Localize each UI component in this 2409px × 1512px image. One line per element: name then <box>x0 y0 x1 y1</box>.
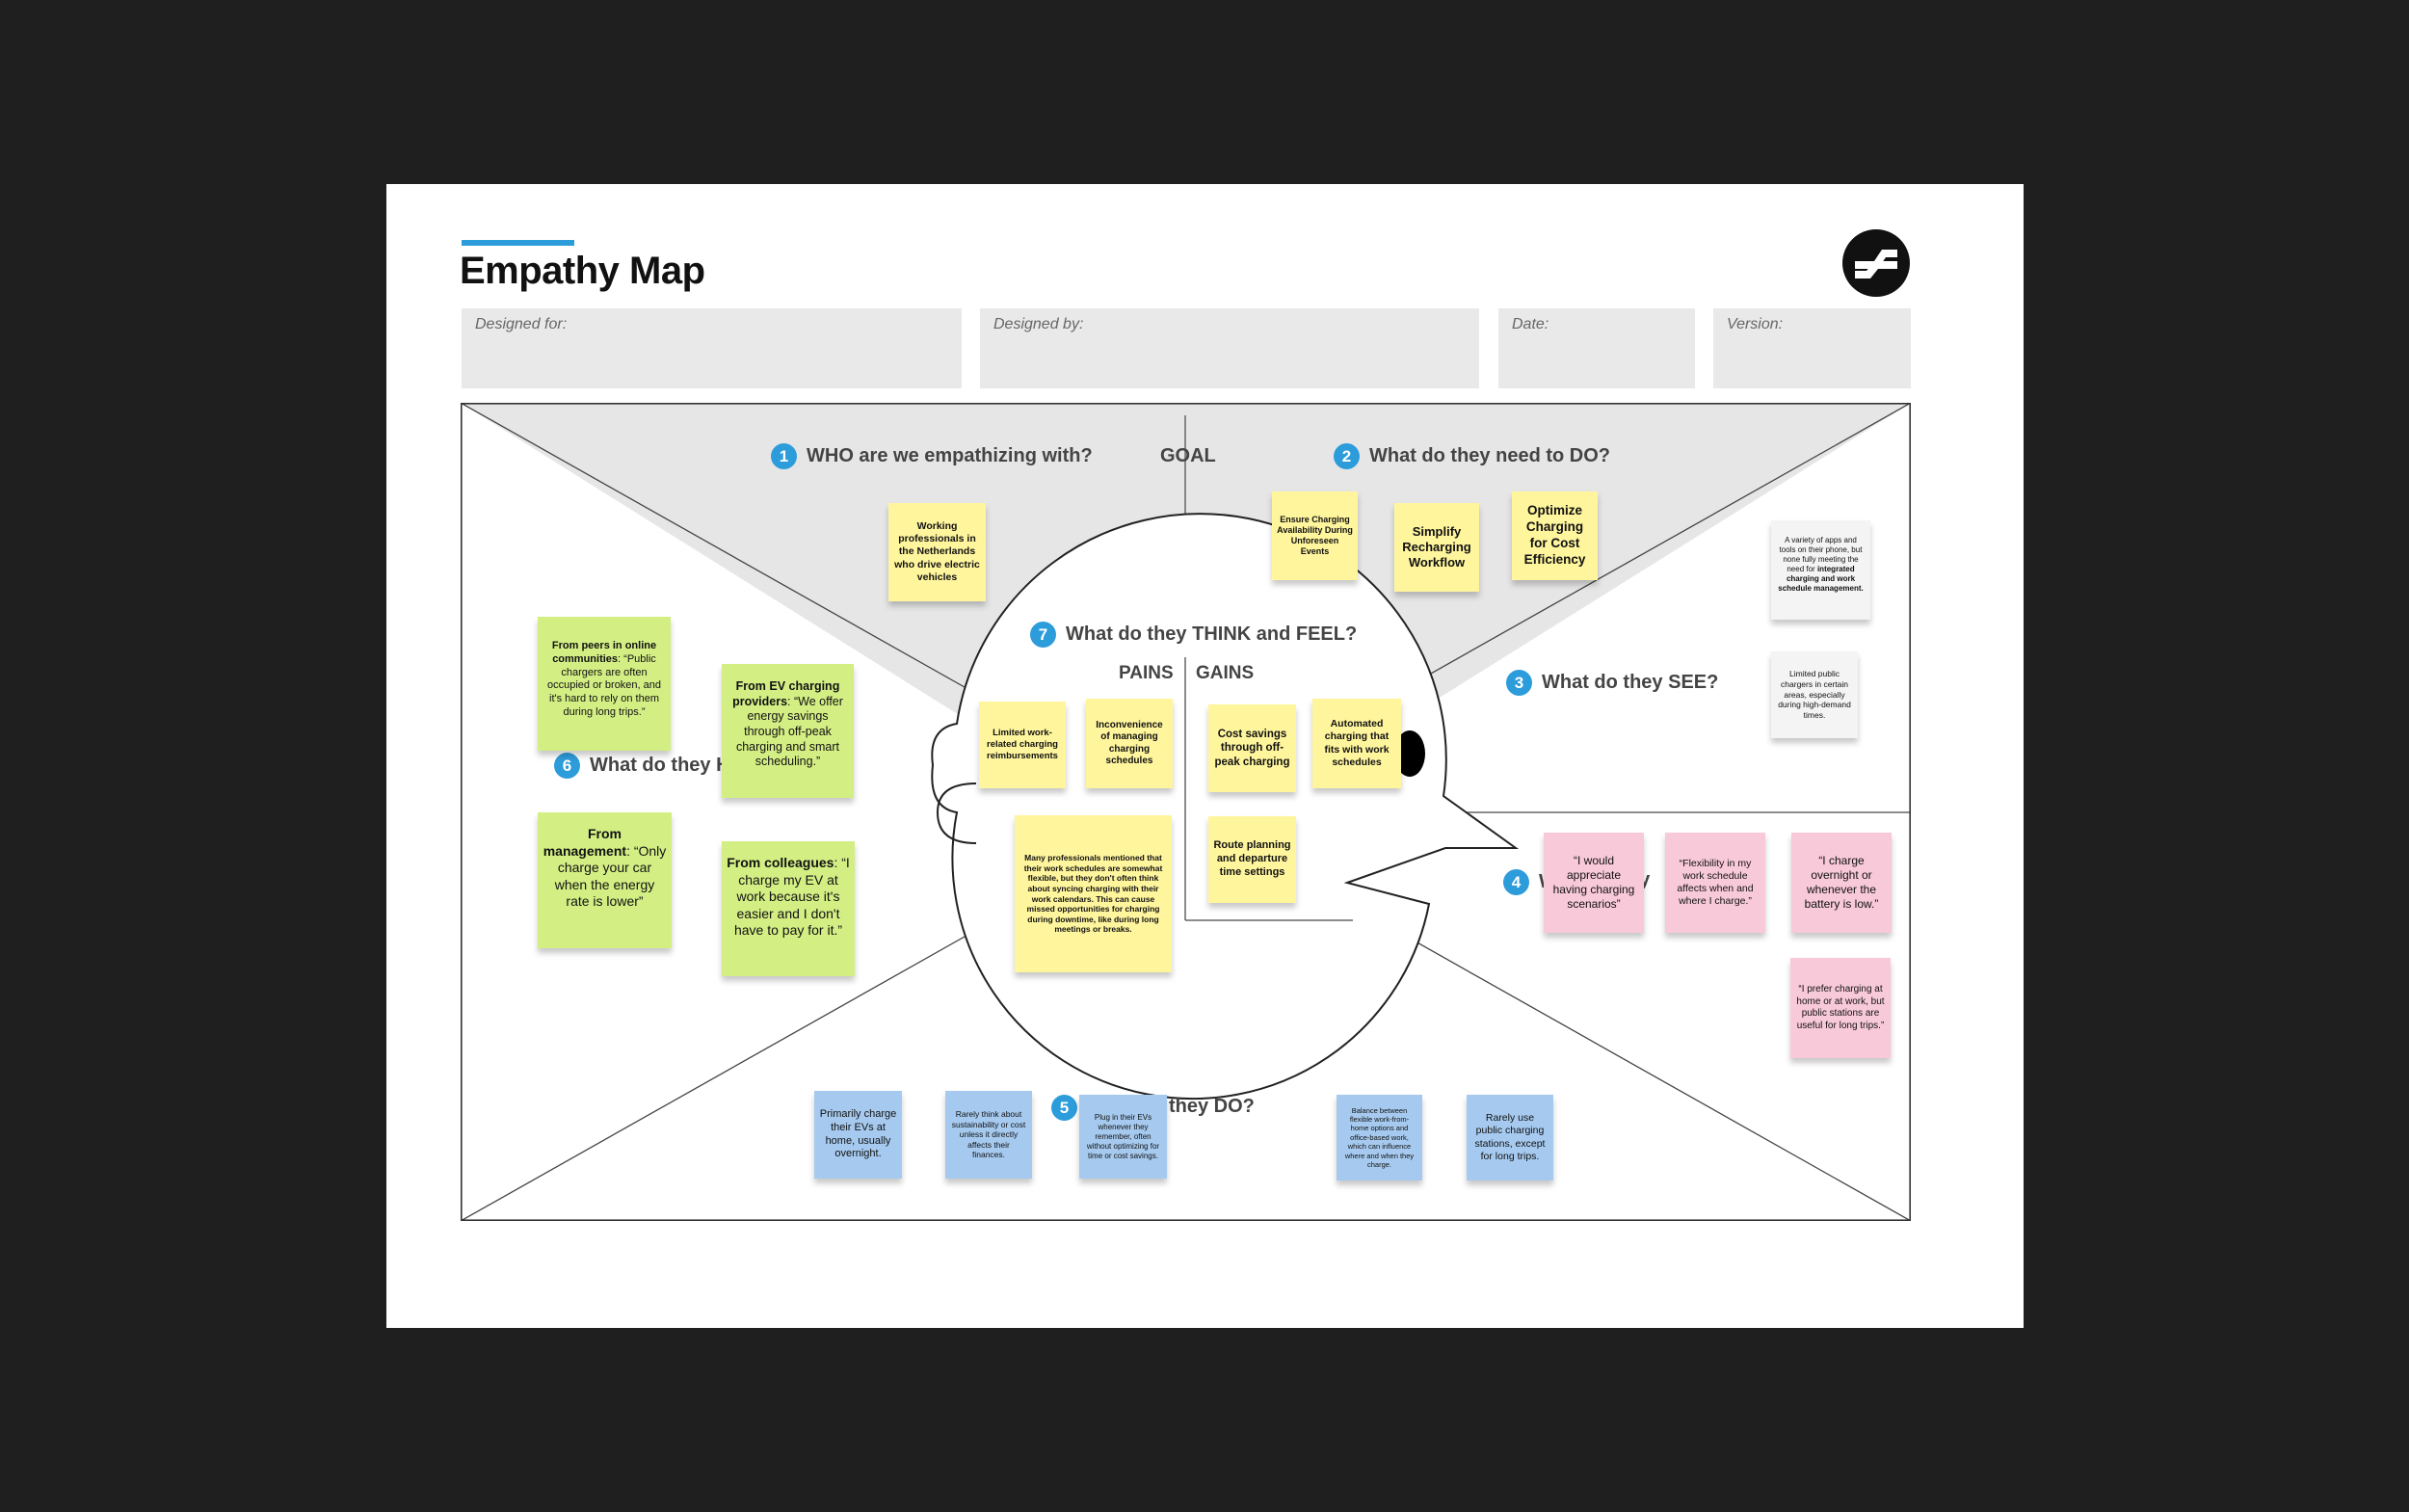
hear-note-4[interactable]: From colleagues: “I charge my EV at work… <box>722 841 855 976</box>
gains-note-1[interactable]: Cost savings through off-peak charging <box>1208 704 1296 792</box>
hear-question: 6 What do they H <box>554 753 730 779</box>
number-badge-6: 6 <box>554 753 580 779</box>
who-question-label: WHO are we empathizing with? <box>807 445 1093 466</box>
see-note-1-text: A variety of apps and tools on their pho… <box>1779 536 1863 573</box>
number-badge-2: 2 <box>1334 443 1360 469</box>
doing-note-4[interactable]: Balance between flexible work-from-home … <box>1337 1095 1422 1180</box>
do-question-label: What do they need to DO? <box>1369 445 1610 466</box>
who-note[interactable]: Working professionals in the Netherlands… <box>888 503 986 601</box>
gains-note-2[interactable]: Automated charging that fits with work s… <box>1312 699 1401 788</box>
pains-note-1[interactable]: Limited work-related charging reimbursem… <box>979 702 1066 788</box>
hear-note-2[interactable]: From EV charging providers: “We offer en… <box>722 664 854 798</box>
eye-shape <box>1394 730 1425 777</box>
pains-label: PAINS <box>1119 663 1174 683</box>
number-badge-3: 3 <box>1506 670 1532 696</box>
hear-note-4-text: : “I charge my EV at work because it's e… <box>733 855 850 938</box>
say-note-1[interactable]: “I would appreciate having charging scen… <box>1544 833 1644 933</box>
do-note-2[interactable]: Simplify Recharging Workflow <box>1394 503 1479 592</box>
version-label: Version: <box>1727 316 1784 332</box>
gains-note-3[interactable]: Route planning and departure time settin… <box>1208 816 1296 903</box>
goal-label: GOAL <box>1160 445 1216 466</box>
designed-for-field[interactable]: Designed for: <box>462 308 962 388</box>
hear-note-3-bold: From management <box>543 826 627 859</box>
hear-note-4-bold: From colleagues <box>727 855 834 870</box>
date-label: Date: <box>1512 316 1549 332</box>
do-question: 2 What do they need to DO? <box>1334 443 1610 469</box>
doing-note-2[interactable]: Rarely think about sustainability or cos… <box>945 1091 1032 1179</box>
do-note-1[interactable]: Ensure Charging Availability During Unfo… <box>1272 491 1358 580</box>
do-note-3[interactable]: Optimize Charging for Cost Efficiency <box>1512 491 1598 580</box>
designed-by-label: Designed by: <box>993 316 1084 332</box>
hear-note-3-text: : “Only charge your car when the energy … <box>554 842 667 910</box>
title-accent-bar <box>462 240 574 246</box>
see-note-2[interactable]: Limited public chargers in certain areas… <box>1771 651 1858 738</box>
see-note-1-bold: integrated charging and work schedule ma… <box>1778 565 1864 593</box>
who-question: 1 WHO are we empathizing with? <box>771 443 1093 469</box>
doing-question-label: they DO? <box>1169 1096 1255 1117</box>
hear-note-1-bold: From peers in online communities <box>551 640 657 665</box>
empathy-map-canvas: Empathy Map Designed for: Designed by: D… <box>386 184 2024 1328</box>
see-question: 3 What do they SEE? <box>1506 670 1718 696</box>
doing-note-1[interactable]: Primarily charge their EVs at home, usua… <box>814 1091 902 1179</box>
map-border <box>461 403 1911 1221</box>
pains-long-note[interactable]: Many professionals mentioned that their … <box>1015 815 1172 972</box>
page-title: Empathy Map <box>460 250 705 292</box>
version-field[interactable]: Version: <box>1713 308 1911 388</box>
say-note-2[interactable]: “Flexibility in my work schedule affects… <box>1665 833 1765 933</box>
hear-note-3[interactable]: From management: “Only charge your car w… <box>538 812 672 948</box>
see-question-label: What do they SEE? <box>1542 672 1719 693</box>
number-badge-5: 5 <box>1051 1095 1077 1121</box>
strategyzer-logo-icon <box>1842 229 1910 297</box>
say-note-4[interactable]: “I prefer charging at home or at work, b… <box>1790 958 1891 1058</box>
pains-note-2[interactable]: Inconvenience of managing charging sched… <box>1086 699 1173 788</box>
hear-question-label: What do they H <box>590 755 730 776</box>
designed-by-field[interactable]: Designed by: <box>980 308 1479 388</box>
see-note-1[interactable]: A variety of apps and tools on their pho… <box>1771 520 1870 620</box>
doing-note-3[interactable]: Plug in their EVs whenever they remember… <box>1079 1095 1167 1179</box>
designed-for-label: Designed for: <box>475 316 568 332</box>
hear-note-1[interactable]: From peers in online communities: “Publi… <box>538 617 671 751</box>
hear-note-2-text: : “We offer energy savings through off-p… <box>735 694 843 769</box>
hear-note-1-text: : “Public chargers are often occupied or… <box>546 652 662 718</box>
ear-outline <box>936 783 977 844</box>
think-question: 7 What do they THINK and FEEL? <box>1030 622 1357 648</box>
number-badge-1: 1 <box>771 443 797 469</box>
think-question-label: What do they THINK and FEEL? <box>1066 623 1358 645</box>
number-badge-4: 4 <box>1503 869 1529 895</box>
say-note-3[interactable]: “I charge overnight or whenever the batt… <box>1791 833 1892 933</box>
date-field[interactable]: Date: <box>1498 308 1695 388</box>
empathy-map-board: 1 WHO are we empathizing with? GOAL 2 Wh… <box>461 403 1911 1221</box>
number-badge-7: 7 <box>1030 622 1056 648</box>
doing-note-5[interactable]: Rarely use public charging stations, exc… <box>1467 1095 1553 1180</box>
hear-note-2-bold: From EV charging providers <box>732 679 840 708</box>
doing-question: 5 <box>1051 1095 1077 1121</box>
gains-label: GAINS <box>1196 663 1255 683</box>
